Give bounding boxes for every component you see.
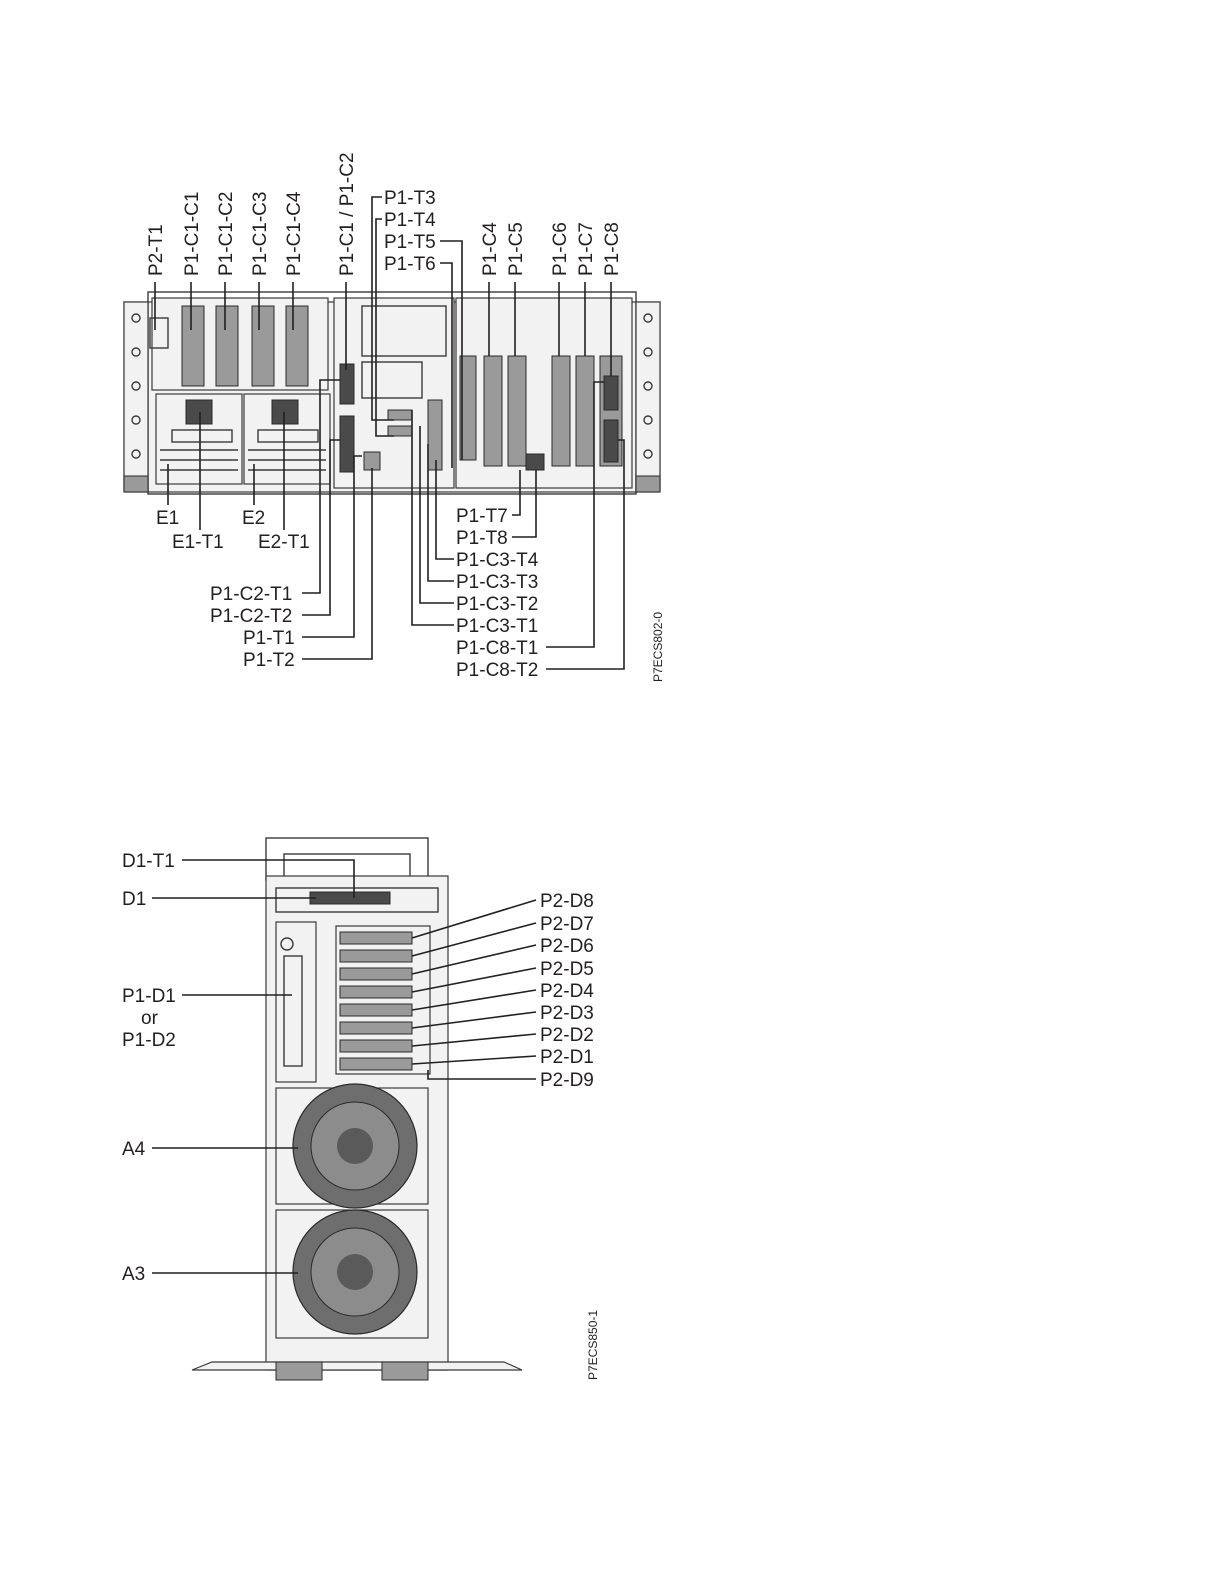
figure-id-rear: P7ECS802-0 bbox=[651, 612, 665, 682]
label-p1-c5: P1-C5 bbox=[506, 222, 527, 276]
label-p2-d9: P2-D9 bbox=[540, 1070, 594, 1091]
rear-chassis bbox=[123, 291, 661, 495]
fan-a3 bbox=[275, 1209, 429, 1339]
label-d1: D1 bbox=[122, 889, 146, 910]
tower-chassis bbox=[191, 837, 523, 1381]
rear-port-stack-labels: P1-T3 P1-T4 P1-T5 P1-T6 bbox=[371, 188, 463, 468]
label-e1: E1 bbox=[156, 508, 179, 529]
front-right-labels: P2-D8 P2-D7 P2-D6 P2-D5 P2-D4 P2-D3 P2-D… bbox=[411, 891, 594, 1091]
label-p1-t5: P1-T5 bbox=[384, 232, 436, 253]
label-p2-d1: P2-D1 bbox=[540, 1047, 594, 1068]
fan-a4 bbox=[275, 1083, 429, 1209]
label-p1-c1-c2: P1-C1-C2 bbox=[216, 192, 237, 276]
label-d1-t1: D1-T1 bbox=[122, 851, 175, 872]
rear-bottom-left-labels: E1 E1-T1 E2 E2-T1 P1-C2-T1 P1-C2-T2 P1-T… bbox=[156, 379, 373, 671]
label-e1-t1: E1-T1 bbox=[172, 532, 224, 553]
label-p1-c3-t3: P1-C3-T3 bbox=[456, 572, 538, 593]
label-p2-d6: P2-D6 bbox=[540, 936, 594, 957]
label-p1-c2-t2: P1-C2-T2 bbox=[210, 606, 292, 627]
label-p2-d5: P2-D5 bbox=[540, 959, 594, 980]
label-p2-d8: P2-D8 bbox=[540, 891, 594, 912]
label-p2-d7: P2-D7 bbox=[540, 914, 594, 935]
label-p1-c1-p1-c2: P1-C1 / P1-C2 bbox=[337, 152, 358, 276]
label-p1-c8-t2: P1-C8-T2 bbox=[456, 660, 538, 681]
label-p1-d2: P1-D2 bbox=[122, 1030, 176, 1051]
label-p1-t2: P1-T2 bbox=[243, 650, 295, 671]
label-p1-c8: P1-C8 bbox=[602, 222, 623, 276]
label-p1-c8-t1: P1-C8-T1 bbox=[456, 638, 538, 659]
label-p2-d3: P2-D3 bbox=[540, 1003, 594, 1024]
label-p1-c3-t1: P1-C3-T1 bbox=[456, 616, 538, 637]
rear-top-leaders bbox=[154, 282, 612, 376]
power-supply-e2 bbox=[243, 393, 331, 485]
front-left-labels: D1-T1 D1 P1-D1 or P1-D2 A4 A3 bbox=[122, 851, 355, 1285]
label-e2-t1: E2-T1 bbox=[258, 532, 310, 553]
label-p1-t8: P1-T8 bbox=[456, 528, 508, 549]
rear-top-labels: P2-T1 P1-C1-C1 P1-C1-C2 P1-C1-C3 P1-C1-C… bbox=[146, 152, 623, 276]
rear-bottom-right-labels: P1-T7 P1-T8 P1-C3-T4 P1-C3-T3 P1-C3-T2 P… bbox=[411, 381, 625, 681]
label-p1-d1: P1-D1 bbox=[122, 986, 176, 1007]
label-p1-c7: P1-C7 bbox=[576, 222, 597, 276]
label-p1-t4: P1-T4 bbox=[384, 210, 436, 231]
label-p1-t3: P1-T3 bbox=[384, 188, 436, 209]
label-a4: A4 bbox=[122, 1139, 146, 1160]
label-p1-c2-t1: P1-C2-T1 bbox=[210, 584, 292, 605]
figure-id-front: P7ECS850-1 bbox=[586, 1310, 600, 1380]
label-e2: E2 bbox=[242, 508, 265, 529]
label-p1-c1-c1: P1-C1-C1 bbox=[182, 192, 203, 276]
label-p1-c1-c4: P1-C1-C4 bbox=[284, 191, 305, 276]
label-a3: A3 bbox=[122, 1264, 145, 1285]
label-p1-c3-t4: P1-C3-T4 bbox=[456, 550, 539, 571]
label-p2-d4: P2-D4 bbox=[540, 981, 594, 1002]
label-p1-c1-c3: P1-C1-C3 bbox=[250, 192, 271, 276]
label-p1-c4: P1-C4 bbox=[480, 222, 501, 276]
label-p1-t7: P1-T7 bbox=[456, 506, 508, 527]
label-p2-t1: P2-T1 bbox=[146, 224, 167, 276]
label-p1-t1: P1-T1 bbox=[243, 628, 295, 649]
label-p2-d2: P2-D2 bbox=[540, 1025, 594, 1046]
label-p1-t6: P1-T6 bbox=[384, 254, 436, 275]
label-or: or bbox=[141, 1008, 159, 1029]
power-supply-e1 bbox=[155, 393, 243, 485]
label-p1-c3-t2: P1-C3-T2 bbox=[456, 594, 538, 615]
label-p1-c6: P1-C6 bbox=[550, 222, 571, 276]
figure-front-view: D1-T1 D1 P1-D1 or P1-D2 A4 A3 P2-D8 P2-D… bbox=[122, 837, 600, 1381]
figure-rear-view: P2-T1 P1-C1-C1 P1-C1-C2 P1-C1-C3 P1-C1-C… bbox=[123, 152, 665, 682]
